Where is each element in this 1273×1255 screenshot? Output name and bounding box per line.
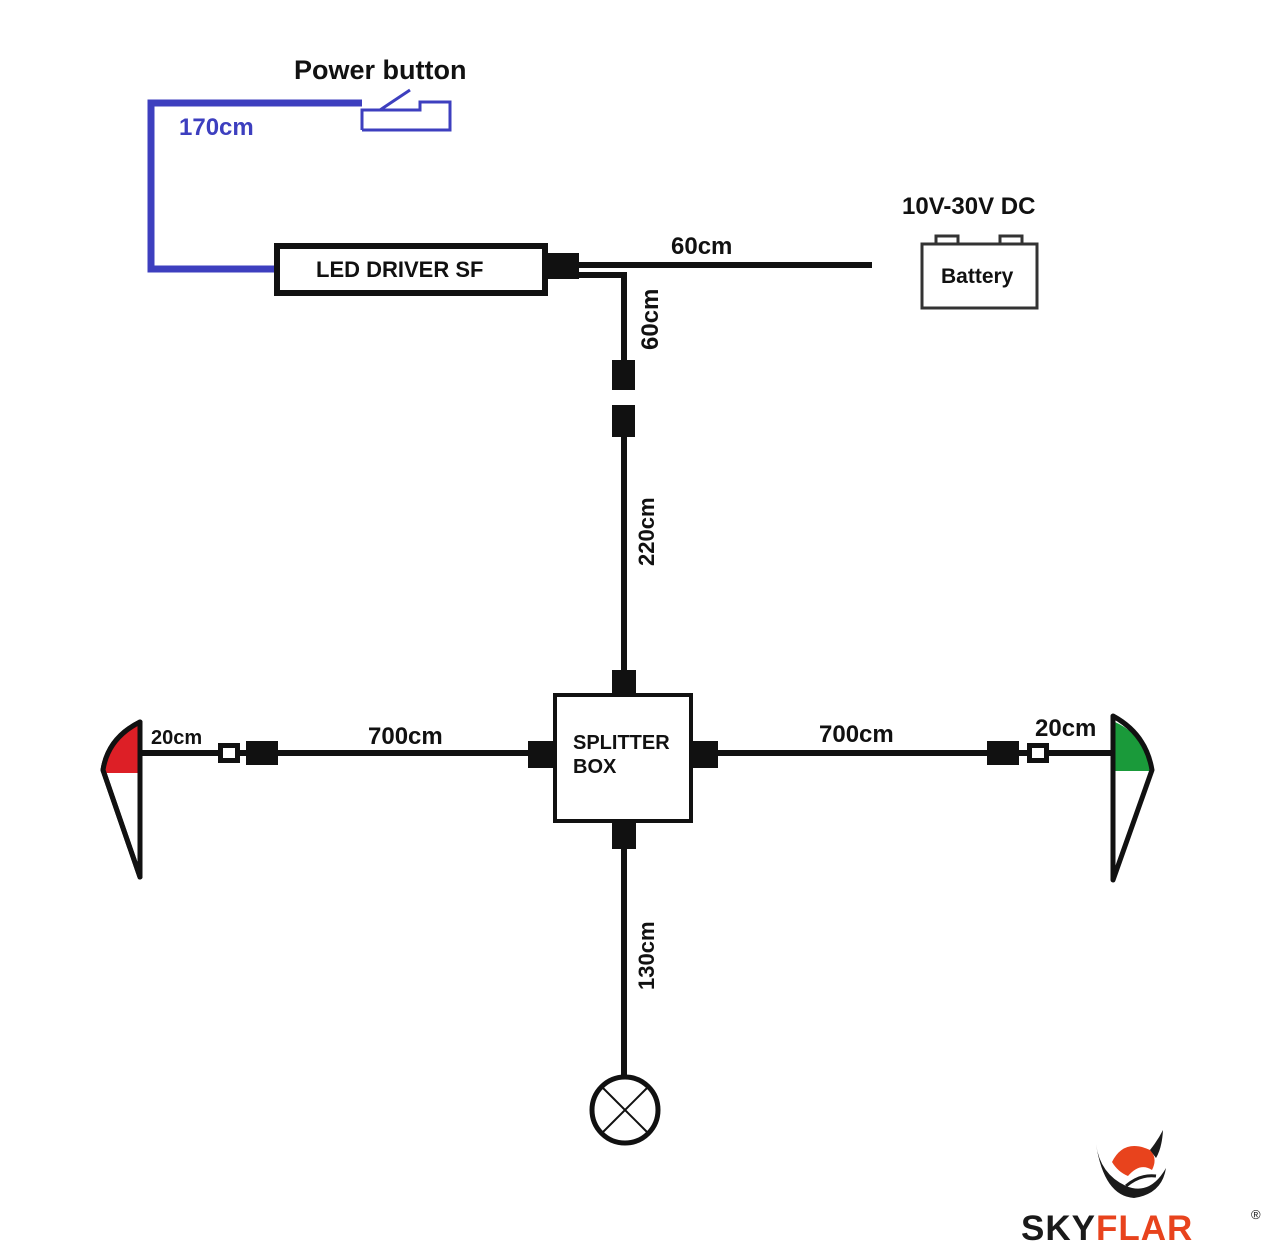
battery: Battery	[920, 234, 1039, 310]
left-cable-length: 700cm	[368, 723, 443, 750]
battery-label: Battery	[941, 265, 1014, 288]
svg-text:SKYFLAR: SKYFLAR	[1021, 1209, 1193, 1248]
port-light	[100, 719, 143, 880]
right-connector-a	[987, 741, 1019, 765]
left-lead-length: 20cm	[151, 727, 202, 749]
led-driver: LED DRIVER SF	[274, 243, 579, 296]
splitter-label-line2: BOX	[573, 756, 617, 778]
power-button-cable	[147, 99, 362, 273]
skyflar-logo: SKYFLAR ®	[1021, 1130, 1261, 1248]
bottom-cable-length: 130cm	[634, 921, 659, 990]
starboard-light	[1110, 713, 1155, 883]
driver-down-cable-length: 60cm	[637, 289, 664, 350]
registered-mark: ®	[1251, 1207, 1261, 1222]
right-connector-b-slot	[1032, 748, 1044, 758]
power-button-cable-length: 170cm	[179, 114, 254, 141]
left-connector-b	[246, 741, 278, 765]
driver-down-cable	[578, 272, 627, 370]
connector-lower	[612, 405, 635, 437]
supply-voltage-label: 10V-30V DC	[902, 193, 1035, 220]
main-down-cable-length: 220cm	[634, 497, 659, 566]
power-button-label: Power button	[294, 55, 466, 85]
power-button-switch	[360, 88, 452, 132]
logo-text-flar: FLAR	[1096, 1209, 1193, 1248]
splitter-box: SPLITTER BOX	[528, 670, 718, 849]
splitter-label-line1: SPLITTER	[573, 732, 670, 754]
logo-text-sky: SKY	[1021, 1209, 1096, 1248]
right-lead-length: 20cm	[1035, 715, 1096, 742]
left-connector-a-slot	[223, 748, 235, 758]
led-driver-label: LED DRIVER SF	[316, 257, 483, 282]
stern-light-lamp-icon	[589, 1074, 661, 1146]
right-cable-length: 700cm	[819, 721, 894, 748]
battery-cable-length: 60cm	[671, 233, 732, 260]
skyflar-bird-icon	[1096, 1130, 1166, 1198]
connector-upper	[612, 360, 635, 390]
